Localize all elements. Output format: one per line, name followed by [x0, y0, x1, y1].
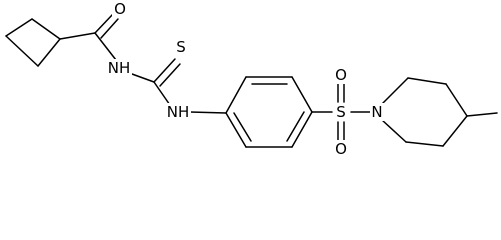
atom-label-sulfonyl-oxygen-bottom: O: [334, 140, 348, 158]
bond: [131, 73, 155, 83]
molecule-structure-diagram: O NH S NH S O O N: [5, 0, 498, 158]
sulfonyl-double-bond-top: [337, 82, 345, 103]
atom-label-thione-sulfur: S: [174, 38, 188, 56]
atom-label-piperidine-nitrogen: N: [370, 103, 384, 121]
bond: [59, 32, 96, 40]
carbonyl-double-bond: [94, 13, 119, 39]
svg-text:O: O: [335, 66, 347, 84]
svg-text:S: S: [336, 103, 346, 121]
piperidine-ring: [381, 77, 468, 147]
bond: [31, 18, 61, 40]
svg-text:NH: NH: [167, 103, 190, 121]
atom-label-carbonyl-oxygen: O: [112, 0, 126, 18]
methyl-bond: [466, 112, 498, 117]
bond: [189, 111, 227, 114]
atom-label-amide-nitrogen: NH: [106, 59, 132, 77]
cyclobutane-ring: [5, 18, 61, 67]
svg-text:O: O: [335, 140, 347, 158]
bond: [37, 38, 61, 67]
svg-text:O: O: [114, 0, 126, 18]
bond: [5, 18, 33, 37]
atom-label-aryl-nitrogen: NH: [165, 103, 191, 121]
thiocarbonyl-double-bond: [153, 58, 181, 87]
sulfonyl-double-bond-bottom: [337, 121, 345, 142]
svg-text:NH: NH: [108, 59, 131, 77]
atom-label-sulfonyl-sulfur: S: [333, 103, 347, 121]
atom-label-sulfonyl-oxygen-top: O: [334, 66, 348, 84]
svg-text:S: S: [176, 38, 186, 56]
benzene-ring: [225, 76, 313, 148]
bond: [94, 32, 117, 61]
svg-text:N: N: [371, 103, 382, 121]
bond: [5, 35, 39, 67]
